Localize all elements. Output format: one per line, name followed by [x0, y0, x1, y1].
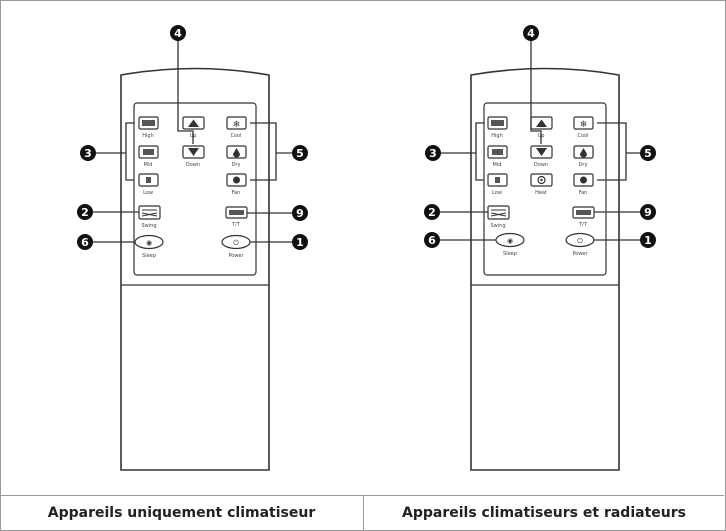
label-swing: Swing [142, 223, 157, 229]
svg-text:6: 6 [428, 234, 436, 247]
svg-text:⏻: ⏻ [577, 237, 583, 245]
speed-mid-button[interactable] [487, 145, 508, 159]
label-low: Low [143, 190, 153, 196]
svg-text:1: 1 [644, 234, 652, 247]
temp-down-button[interactable] [182, 145, 205, 159]
mode-dry-button[interactable] [573, 145, 594, 159]
mode-heat-button[interactable] [530, 173, 553, 187]
button-panel [133, 102, 257, 276]
remote-right: High Mid Low Up Down Heat [424, 25, 656, 471]
mode-cool-button[interactable]: ❄ [226, 116, 247, 130]
svg-text:1: 1 [296, 236, 304, 249]
label-heat: Heat [535, 190, 547, 196]
remote-diagram: High Mid Low Up Down ❄ Cool [77, 25, 656, 471]
callout-2: 2 [424, 204, 440, 220]
remote-left: High Mid Low Up Down ❄ Cool [77, 25, 308, 471]
speed-high-button[interactable] [138, 116, 159, 130]
mode-cool-button[interactable]: ❄ [573, 116, 594, 130]
svg-text:◉: ◉ [507, 237, 513, 245]
speed-low-button[interactable] [487, 173, 508, 187]
swing-button[interactable] [487, 205, 510, 220]
callout-9: 9 [292, 205, 308, 221]
svg-text:9: 9 [644, 206, 652, 219]
speed-high-button[interactable] [487, 116, 508, 130]
svg-text:3: 3 [84, 147, 92, 160]
svg-text:3: 3 [429, 147, 437, 160]
caption-left: Appareils uniquement climatiseur [0, 496, 364, 530]
callout-lines [92, 40, 292, 243]
speed-mid-button[interactable] [138, 145, 159, 159]
swing-button[interactable] [138, 205, 161, 220]
label-mid: Mid [144, 162, 153, 168]
label-down: Down [534, 162, 548, 168]
label-dry: Dry [232, 162, 241, 168]
svg-text:4: 4 [527, 27, 535, 40]
callout-lines [440, 40, 640, 241]
svg-text:2: 2 [81, 206, 89, 219]
label-sleep: Sleep [142, 253, 156, 259]
callout-3: 3 [80, 145, 96, 161]
caption-right: Appareils climatiseurs et radiateurs [402, 505, 686, 521]
callout-5: 5 [640, 145, 656, 161]
callout-9: 9 [640, 204, 656, 220]
caption-row: Appareils uniquement climatiseur Apparei… [0, 495, 724, 530]
svg-text:❄: ❄ [580, 120, 588, 130]
label-down: Down [186, 162, 200, 168]
label-swing: Swing [491, 223, 506, 229]
mode-dry-button[interactable] [226, 145, 247, 159]
callout-2: 2 [77, 204, 93, 220]
timer-button[interactable] [225, 206, 248, 219]
power-button[interactable]: ⏻ [221, 234, 251, 250]
label-fan: Fan [232, 190, 241, 196]
label-mid: Mid [493, 162, 502, 168]
callout-1: 1 [292, 234, 308, 250]
svg-text:5: 5 [296, 147, 304, 160]
label-cool: Cool [231, 133, 242, 139]
svg-text:5: 5 [644, 147, 652, 160]
mode-fan-button[interactable] [573, 173, 594, 187]
label-fan: Fan [579, 190, 588, 196]
svg-text:⏻: ⏻ [233, 239, 239, 247]
mode-fan-button[interactable] [226, 173, 247, 187]
svg-text:◉: ◉ [146, 239, 152, 247]
label-cool: Cool [578, 133, 589, 139]
temp-up-button[interactable] [530, 116, 553, 130]
callout-6: 6 [424, 232, 440, 248]
label-dry: Dry [579, 162, 588, 168]
label-low: Low [492, 190, 502, 196]
callout-3: 3 [425, 145, 441, 161]
timer-button[interactable] [572, 206, 595, 219]
temp-up-button[interactable] [182, 116, 205, 130]
svg-text:2: 2 [428, 206, 436, 219]
label-power: Power [228, 253, 244, 259]
callout-6: 6 [77, 234, 93, 250]
label-high: High [491, 133, 503, 139]
label-power: Power [572, 251, 588, 257]
label-timer-text: T/T [231, 222, 241, 228]
speed-low-button[interactable] [138, 173, 159, 187]
sleep-button[interactable]: ◉ [495, 232, 525, 248]
label-timer-text: T/T [578, 222, 588, 228]
callout-5: 5 [292, 145, 308, 161]
label-high: High [142, 133, 154, 139]
svg-text:❄: ❄ [233, 120, 241, 130]
callout-4: 4 [170, 25, 186, 41]
svg-text:9: 9 [296, 207, 304, 220]
callout-1: 1 [640, 232, 656, 248]
sleep-button[interactable]: ◉ [134, 234, 164, 250]
power-button[interactable]: ⏻ [565, 232, 595, 248]
temp-down-button[interactable] [530, 145, 553, 159]
label-sleep: Sleep [503, 251, 517, 257]
svg-text:4: 4 [174, 27, 182, 40]
svg-text:6: 6 [81, 236, 89, 249]
callout-4: 4 [523, 25, 539, 41]
